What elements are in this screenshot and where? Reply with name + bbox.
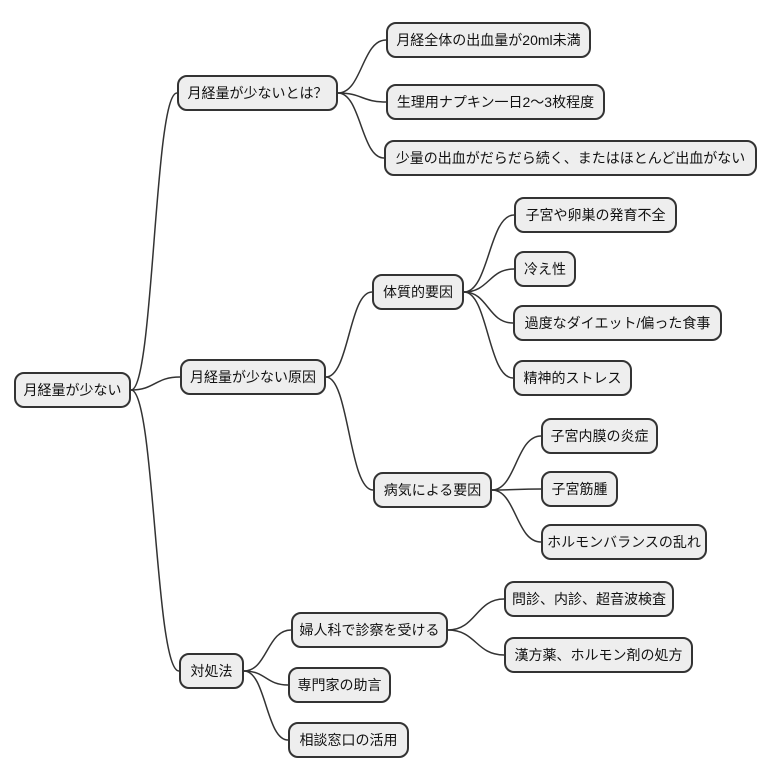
edge-disease-to-hormone	[491, 489, 542, 543]
edge-causes-to-constitutional	[325, 291, 373, 378]
edge-causes-to-disease	[325, 376, 374, 491]
edge-remedies-to-gynecologist	[243, 629, 292, 672]
edge-root-to-remedies	[130, 389, 180, 672]
edge-root-to-definition	[130, 92, 178, 391]
node-consultation-desk: 相談窓口の活用	[288, 722, 409, 758]
node-blood-under-20ml: 月経全体の出血量が20ml未満	[386, 22, 591, 58]
edge-remedies-to-expert	[243, 670, 289, 686]
node-interview-ultrasound: 問診、内診、超音波検査	[504, 581, 674, 617]
node-uterus-ovary-underdevelopment: 子宮や卵巣の発育不全	[514, 197, 677, 233]
node-excessive-diet: 過度なダイエット/偏った食事	[513, 305, 722, 341]
edge-disease-to-fibroid	[491, 488, 542, 491]
edge-constitutional-to-stress	[463, 291, 514, 379]
node-what-is-light-flow: 月経量が少ないとは？	[177, 75, 338, 111]
node-endometrium-inflammation: 子宮内膜の炎症	[541, 418, 658, 454]
node-hormone-imbalance: ホルモンバランスの乱れ	[541, 524, 707, 560]
node-uterine-fibroid: 子宮筋腫	[541, 471, 618, 507]
edge-disease-to-inflammation	[491, 435, 542, 491]
node-kampo-hormone-prescription: 漢方薬、ホルモン剤の処方	[504, 637, 693, 673]
node-causes: 月経量が少ない原因	[180, 359, 326, 395]
node-light-bleeding-continues: 少量の出血がだらだら続く、またはほとんど出血がない	[384, 140, 757, 176]
node-gynecologist-exam: 婦人科で診察を受ける	[291, 612, 448, 648]
edge-root-to-causes	[130, 376, 181, 391]
node-mental-stress: 精神的ストレス	[513, 360, 632, 396]
node-remedies: 対処法	[179, 653, 244, 689]
edge-gynecologist-to-exam	[447, 598, 505, 631]
edge-gynecologist-to-kampo	[447, 629, 505, 656]
edge-definition-to-napkin	[337, 92, 387, 103]
edge-definition-to-lightflow	[337, 92, 385, 159]
node-expert-advice: 専門家の助言	[288, 667, 391, 703]
edge-constitutional-to-cold	[463, 268, 515, 293]
edge-remedies-to-consultation	[243, 670, 289, 741]
edge-definition-to-under20ml	[337, 39, 387, 94]
edge-constitutional-to-underdev	[463, 214, 515, 293]
node-disease-factors: 病気による要因	[373, 472, 492, 508]
node-constitutional-factors: 体質的要因	[372, 274, 464, 310]
node-root: 月経量が少ない	[14, 372, 131, 408]
node-cold-sensitivity: 冷え性	[514, 251, 576, 287]
edge-constitutional-to-diet	[463, 291, 514, 324]
node-napkin-2-3-per-day: 生理用ナプキン一日2〜3枚程度	[386, 84, 605, 120]
